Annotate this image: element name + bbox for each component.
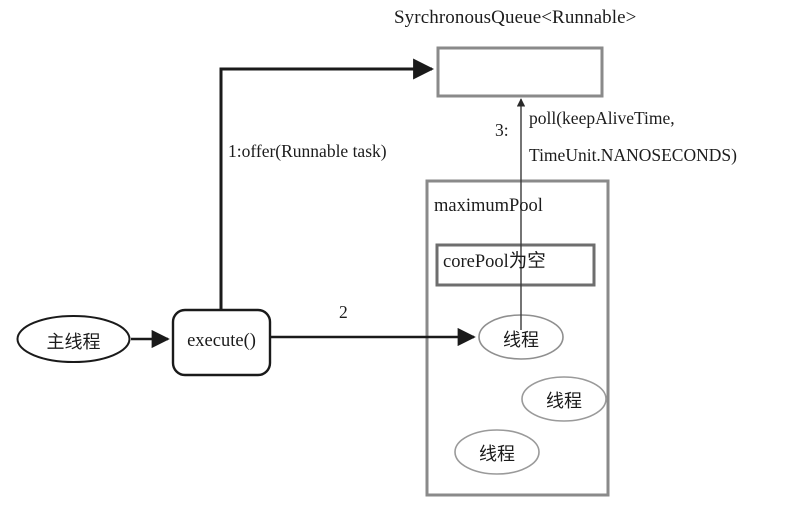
step2-edge-label: 2 [339, 302, 348, 322]
main-thread-ellipse [16, 315, 131, 363]
synchronous-queue-box [436, 46, 604, 98]
thread-label-2: 线程 [546, 391, 582, 411]
maximum-pool-label: maximumPool [434, 196, 543, 216]
poll-edge-label-line1: poll(keepAliveTime, [529, 108, 675, 128]
synchronous-queue-title: SyrchronousQueue<Runnable> [394, 7, 637, 28]
thread-ellipse-2 [521, 376, 607, 422]
core-pool-label: corePool为空 [443, 252, 546, 272]
step3-edge-label: 3: [495, 120, 509, 140]
offer-edge-label: 1:offer(Runnable task) [228, 141, 387, 161]
main-thread-label: 主线程 [46, 332, 101, 352]
execute-label: execute() [187, 331, 256, 351]
poll-edge-label-line2: TimeUnit.NANOSECONDS) [529, 145, 737, 165]
thread-label-1: 线程 [503, 330, 539, 350]
arrow-offer-to-queue [219, 58, 435, 310]
thread-label-3: 线程 [479, 444, 515, 464]
thread-ellipse-3 [454, 429, 540, 475]
core-pool-box [435, 243, 596, 287]
